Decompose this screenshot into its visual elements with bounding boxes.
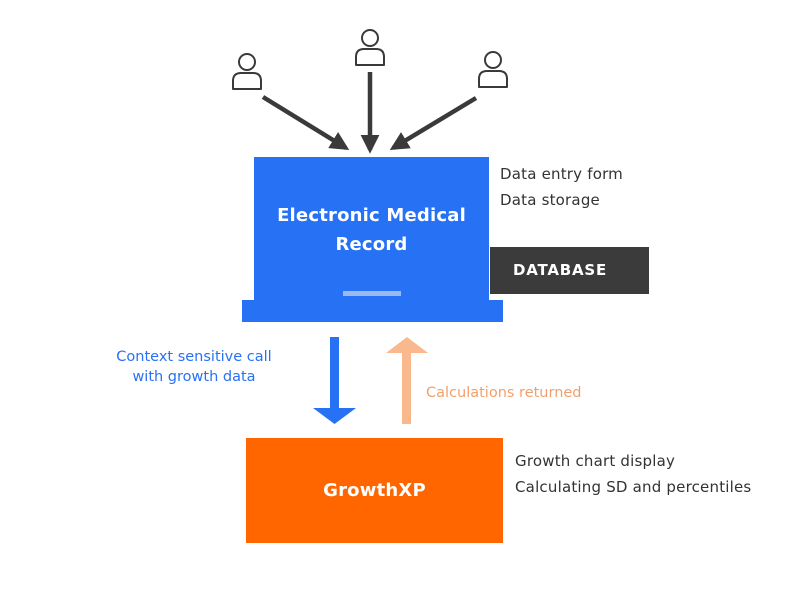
arrow-up-icon	[386, 337, 428, 424]
context-call-line2: with growth data	[132, 369, 256, 385]
user-icon	[478, 51, 508, 88]
laptop-trackpad	[343, 291, 401, 296]
emr-laptop-screen: Electronic Medical Record	[254, 157, 489, 300]
growthxp-title: GrowthXP	[323, 480, 426, 501]
growthxp-note-calculating: Calculating SD and percentiles	[515, 478, 752, 496]
arrow-down-icon	[313, 337, 356, 424]
user-icon	[232, 53, 262, 90]
emr-note-data-storage: Data storage	[500, 191, 600, 209]
emr-laptop-base	[242, 300, 503, 322]
growthxp-notes: Growth chart display Calculating SD and …	[515, 448, 751, 500]
emr-title-line2: Record	[335, 234, 408, 255]
database-label: DATABASE	[513, 261, 608, 279]
emr-title: Electronic Medical Record	[254, 201, 489, 259]
growthxp-box: GrowthXP	[246, 438, 503, 543]
context-call-line1: Context sensitive call	[116, 349, 272, 365]
calculations-returned-label: Calculations returned	[426, 385, 582, 401]
user-arrow-right	[389, 96, 478, 150]
database-box: DATABASE	[490, 247, 649, 294]
user-icon	[355, 29, 385, 66]
emr-note-data-entry: Data entry form	[500, 165, 623, 183]
emr-notes: Data entry form Data storage	[500, 161, 623, 213]
user-arrow-left	[261, 95, 350, 150]
growthxp-note-chart-display: Growth chart display	[515, 452, 676, 470]
context-call-label: Context sensitive call with growth data	[98, 347, 290, 387]
emr-title-line1: Electronic Medical	[277, 205, 466, 226]
